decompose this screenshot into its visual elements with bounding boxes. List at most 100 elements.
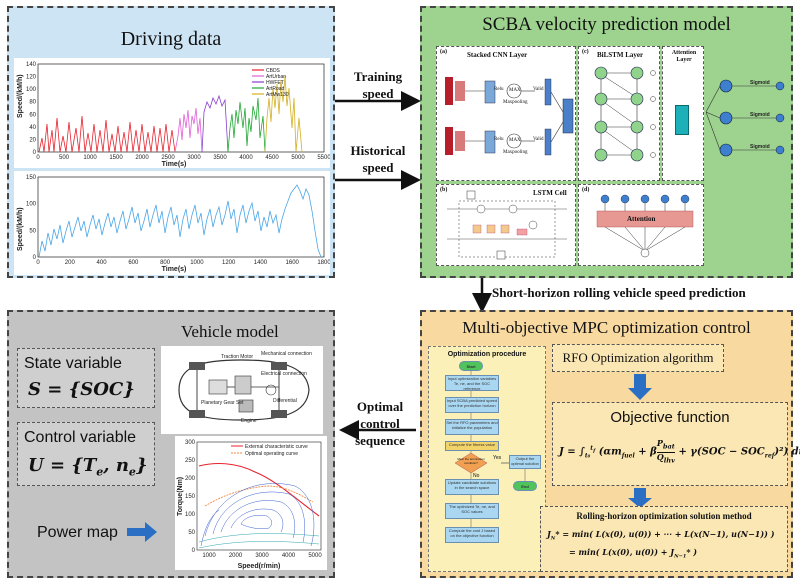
chart2-xtick-2: 400 <box>97 260 108 266</box>
training-speed-label: Training speed <box>353 69 403 101</box>
car-label-diff: Differential <box>273 398 297 404</box>
flow-step-3: Set the RFO parameters and initialize th… <box>445 419 499 435</box>
series-artroad <box>227 97 266 153</box>
flow-step-2: Input SCBA predicted speed over the pred… <box>445 397 499 413</box>
output-node-1 <box>775 113 785 123</box>
bilstm-title: BiLSTM Layer <box>597 51 644 59</box>
flow-end: End <box>513 481 537 491</box>
chart2-ylabel: Speed/(kM/h) <box>17 207 24 251</box>
map-xlabel: Speed(r/min) <box>238 563 281 570</box>
rfo-label: RFO Optimization algorithm <box>562 350 714 365</box>
map-ylabel: Torque(Nm) <box>177 477 184 516</box>
vehicle-model-title: Vehicle model <box>181 322 279 341</box>
chart2-ytick-0: 150 <box>26 175 37 181</box>
flow-step-7: Compute the cost J based on the objectiv… <box>445 527 499 543</box>
lstm-cell-box: (b) LSTM Cell <box>436 184 576 266</box>
map-ytick-2: 200 <box>185 476 196 482</box>
cnn-valid-1: Valid <box>533 87 544 92</box>
car-label-mech: Mechanical connection <box>261 351 312 357</box>
rolling-horizon-box: Rolling-horizon optimization solution me… <box>540 506 788 572</box>
series-artmw130 <box>264 75 303 153</box>
map-ytick-5: 50 <box>188 530 195 536</box>
state-variable-label: State variable <box>24 355 122 372</box>
attn-sum-node <box>640 248 650 258</box>
chart1-ytick-6: 20 <box>29 137 36 143</box>
power-map-svg: Torque(Nm) Speed(r/min) 3002502001501005… <box>177 440 322 570</box>
map-legend-2: Optimal operating curve <box>245 451 298 457</box>
cnn-maxpool-2: Maxpooling <box>503 150 528 155</box>
state-variable-formula: S = {SOC} <box>28 379 135 400</box>
sigmoid-label-1: Sigmoid <box>750 112 770 118</box>
power-map-arrow <box>127 522 157 542</box>
chart1-ylabel: Speed/(kM/h) <box>17 74 24 118</box>
chart2-xtick-6: 1200 <box>222 260 236 266</box>
flow-step-4: Compute the fitness value <box>445 441 499 451</box>
attention-text: Attention <box>627 215 656 223</box>
car-label-motor: Traction Motor <box>221 354 253 360</box>
chart1-xtick-9: 4500 <box>265 155 279 161</box>
external-characteristic-curve <box>198 462 320 517</box>
attention-layer-box: Attention Layer <box>662 46 704 181</box>
map-ytick-6: 0 <box>192 548 196 554</box>
bilstm-box: (c) BiLSTM Layer <box>578 46 660 181</box>
chart1-xtick-2: 1000 <box>83 155 97 161</box>
lstm-cell-diagram <box>447 190 567 260</box>
chart1-ytick-5: 40 <box>29 125 36 131</box>
flow-yes: Yes <box>493 455 502 461</box>
power-map-label: Power map <box>37 524 118 541</box>
control-variable-label: Control variable <box>24 429 137 446</box>
legend-entry-4: ArtMw130 <box>266 92 289 98</box>
cnn-valid-2: Valid <box>533 137 544 142</box>
series-cbds <box>38 115 176 153</box>
chart2-xtick-5: 1000 <box>190 260 204 266</box>
mpc-title: Multi-objective MPC optimization control <box>462 318 751 337</box>
cnn-relu-1: Relu <box>494 87 504 92</box>
legend-entry-0: CBDS <box>266 68 281 74</box>
cnn-box: (a) Stacked CNN Layer Relu MAX Valid Max… <box>436 46 576 181</box>
objective-down-arrow <box>628 488 652 508</box>
chart2-xtick-9: 1800 <box>317 260 330 266</box>
sigmoid-label-0: Sigmoid <box>750 80 770 86</box>
chart2-xtick-4: 800 <box>160 260 171 266</box>
attention-box: (d) Attention <box>578 184 704 266</box>
chart2-xtick-1: 200 <box>65 260 76 266</box>
cnn-diagram <box>445 77 574 156</box>
flow-decision-text: Meet the termination condition? <box>457 457 485 465</box>
chart1-xtick-0: 0 <box>36 155 40 161</box>
lstm-label: (b) <box>440 187 448 193</box>
chart1-xtick-10: 5000 <box>291 155 305 161</box>
scba-panel: SCBA velocity prediction model (a) Stack… <box>420 6 793 278</box>
series-historical <box>38 184 322 258</box>
chart1-xtick-11: 5500 <box>317 155 330 161</box>
cnn-maxpool-1: Maxpooling <box>503 100 528 105</box>
mpc-panel: Multi-objective MPC optimization control… <box>420 310 800 578</box>
map-xtick-0: 1000 <box>202 553 216 559</box>
map-xtick-2: 3000 <box>255 553 269 559</box>
rolling-formula-1: JN* = min( L(x(0), u(0)) + ··· + L(x(N−1… <box>547 529 775 542</box>
objective-title: Objective function <box>610 409 730 426</box>
flow-decision <box>454 452 488 474</box>
cnn-title: Stacked CNN Layer <box>467 51 528 59</box>
chart1-xlabel: Time(s) <box>162 161 187 168</box>
car-label-engine: Engine <box>241 418 257 424</box>
chart2-xtick-0: 0 <box>36 260 40 266</box>
chart2-ytick-1: 100 <box>26 202 37 208</box>
flow-output: Output the optimal solution <box>509 455 541 469</box>
control-variable-formula: U = {Te, ne} <box>28 455 148 479</box>
car-label-elec: Electrical connection <box>261 371 307 377</box>
driving-data-title: Driving data <box>120 28 222 50</box>
vehicle-diagram: Traction Motor Mechanical connection Ele… <box>161 346 323 434</box>
opt-procedure-title: Optimization procedure <box>447 351 527 358</box>
attention-layer-title: Attention Layer <box>671 50 697 63</box>
optimization-procedure-box: Optimization procedure Start Input optim… <box>428 346 546 572</box>
optimal-operating-curve <box>204 485 314 507</box>
legend-entry-1: ArtUrban <box>266 74 286 80</box>
chart2-xtick-7: 1400 <box>254 260 268 266</box>
map-legend-1: External characteristic curve <box>245 444 308 450</box>
map-ytick-4: 100 <box>185 512 196 518</box>
